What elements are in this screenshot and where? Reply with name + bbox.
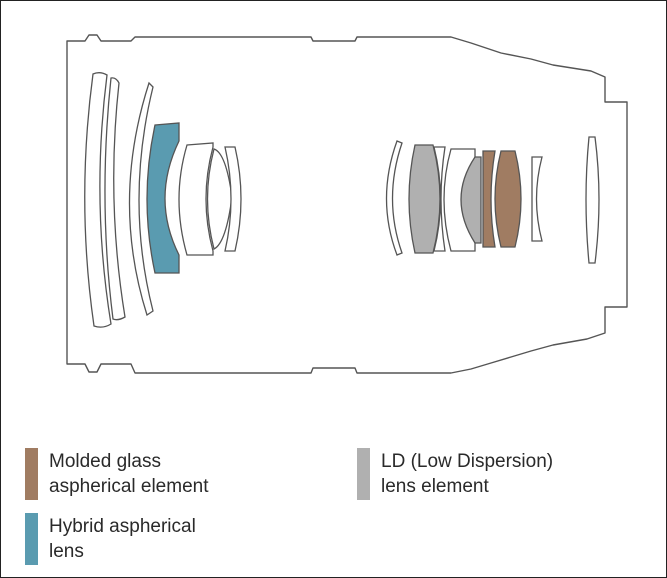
- lens-barrel-outline: [66, 34, 628, 374]
- molded-glass-aspherical-element-2: [494, 150, 522, 248]
- hybrid-aspherical-lens: [146, 122, 180, 274]
- legend-label-hybrid-aspherical: Hybrid aspherical lens: [49, 516, 196, 562]
- rear-meniscus-1: [385, 140, 403, 256]
- molded-glass-swatch: [25, 448, 38, 500]
- hybrid-aspherical-swatch: [25, 513, 38, 565]
- legend-label-molded-glass: Molded glass aspherical element: [49, 451, 209, 497]
- rear-lens-4: [531, 156, 543, 242]
- legend-label-ld: LD (Low Dispersion) lens element: [381, 451, 554, 497]
- rear-lens-2: [433, 146, 446, 252]
- legend-item-molded-glass: Molded glass aspherical element: [25, 448, 208, 500]
- legend-item-hybrid-aspherical: Hybrid aspherical lens: [25, 513, 196, 565]
- ld-lens-element-1: [408, 144, 441, 254]
- front-meniscus-2: [104, 77, 126, 321]
- legend-item-ld: LD (Low Dispersion) lens element: [357, 448, 553, 500]
- molded-glass-aspherical-element-1: [482, 150, 496, 248]
- ld-lens-element-2: [460, 156, 482, 244]
- lens-construction-diagram: [66, 34, 628, 374]
- ld-swatch: [357, 448, 370, 500]
- front-lens-4: [178, 142, 214, 256]
- front-meniscus-3: [128, 81, 154, 317]
- front-lens-5: [206, 148, 233, 250]
- front-meniscus-1: [84, 72, 112, 328]
- rear-lens-5: [585, 136, 600, 264]
- front-lens-6: [224, 146, 242, 252]
